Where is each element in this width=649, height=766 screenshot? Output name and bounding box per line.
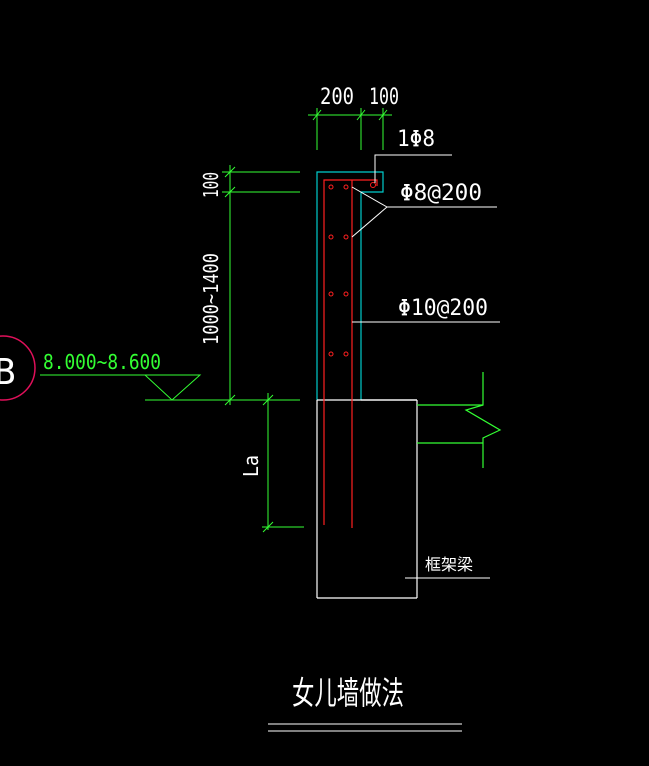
label-top-bar: 1Φ8 bbox=[397, 127, 435, 152]
axis-bubble-label: B bbox=[0, 352, 16, 393]
leader-lines bbox=[351, 154, 500, 579]
slab-break-line bbox=[417, 372, 502, 468]
frame-beam-outline bbox=[316, 399, 418, 599]
label-horizontal-rebar: Φ8@200 bbox=[400, 181, 482, 206]
rebar-lines bbox=[323, 179, 378, 528]
parapet-wall-outline bbox=[316, 171, 384, 400]
beam-label: 框架梁 bbox=[425, 555, 473, 574]
dim-top-right: 100 bbox=[369, 85, 399, 110]
rebar-dots bbox=[328, 182, 376, 357]
axis-bubble: B bbox=[0, 335, 36, 401]
dimension-lines bbox=[40, 108, 392, 533]
elevation-label: 8.000~8.600 bbox=[43, 350, 161, 374]
dim-top-left: 200 bbox=[320, 85, 354, 110]
drawing-title: 女儿墙做法 bbox=[292, 674, 404, 712]
dim-side-top: 100 bbox=[199, 172, 223, 198]
label-vertical-rebar: Φ10@200 bbox=[398, 296, 488, 321]
dim-side-height: 1000~1400 bbox=[199, 253, 223, 345]
dim-anchorage: La bbox=[239, 455, 263, 477]
title-underline bbox=[268, 723, 462, 732]
